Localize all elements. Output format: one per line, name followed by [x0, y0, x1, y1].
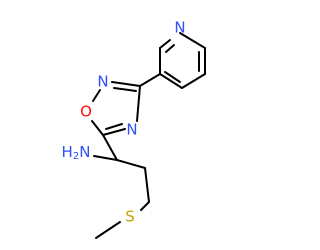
atom-n-pyridine: N — [174, 19, 185, 37]
bond-ox-1 — [111, 81, 141, 87]
bond-ox-5 — [136, 85, 141, 122]
bond-pyr-4-inner — [164, 71, 181, 83]
bond-pyr-6 — [159, 39, 171, 49]
bond-pyr-6-inner — [165, 44, 175, 53]
bond-ox-2 — [92, 89, 101, 102]
bond-ox-1-inner — [113, 87, 137, 92]
atom-o-oxadiazole: O — [80, 103, 92, 121]
bond-pyr-3 — [181, 73, 206, 89]
bond-ch-nh2 — [93, 155, 118, 161]
bond-ox-4-inner — [105, 123, 123, 130]
bond-s-ch3 — [95, 221, 121, 239]
bond-ch-ch2 — [116, 159, 146, 169]
atom-sulfur: S — [125, 208, 135, 226]
molecule-diagram: N N O N H2N S — [62, 19, 206, 239]
bond-pyr-1 — [179, 32, 206, 49]
atom-labels: N N O N H2N S — [62, 19, 186, 226]
structure-svg: N N O N H2N S — [62, 19, 206, 239]
bond-ox-4 — [102, 128, 126, 136]
bond-pyr-4 — [159, 73, 183, 89]
bond-ring-ch — [102, 134, 118, 161]
atom-n-oxadiazole-top: N — [97, 73, 108, 91]
bond-ox-3 — [91, 120, 104, 136]
oxadiazole-ring — [91, 81, 141, 136]
pyridine-ring — [159, 32, 206, 89]
atom-amine: H2N — [62, 143, 91, 163]
atom-n-oxadiazole-bottom: N — [126, 121, 137, 139]
bond-ch2-s — [140, 201, 150, 211]
bond-ch2-ch2 — [144, 167, 150, 203]
bond-pyridine-oxadiazole — [139, 73, 161, 87]
